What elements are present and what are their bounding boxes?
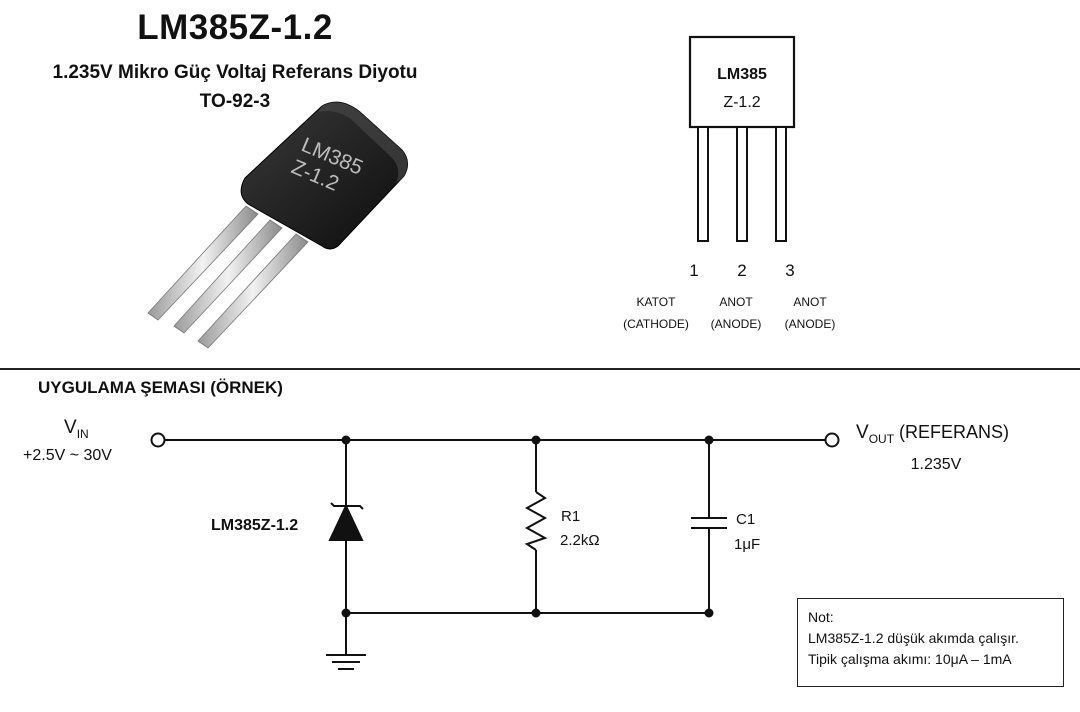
pin-alt-2: (ANODE)	[711, 317, 762, 331]
pinout-body-line2: Z-1.2	[723, 94, 760, 111]
pin-alt-3: (ANODE)	[785, 317, 836, 331]
c1-label: C1	[736, 511, 755, 528]
diode-label: LM385Z-1.2	[211, 517, 298, 534]
pin-alt-1: (CATHODE)	[623, 317, 689, 331]
pin-name-3: ANOT	[793, 295, 827, 309]
to92-package-illustration: LM385 Z-1.2	[147, 101, 408, 349]
r1-label: R1	[561, 508, 580, 525]
pinout-body-line1: LM385	[717, 66, 767, 83]
note-line-1: LM385Z-1.2 düşük akımda çalışır.	[808, 630, 1019, 646]
vout-terminal	[824, 432, 840, 448]
pin-name-1: KATOT	[637, 295, 677, 309]
vout-label: VOUT (REFERANS)	[856, 422, 1009, 446]
note-box: Not: LM385Z-1.2 düşük akımda çalışır. Ti…	[797, 598, 1064, 687]
zener-diode-symbol	[328, 440, 364, 613]
pin-number-1: 1	[689, 261, 698, 280]
vout-label-sub: OUT	[869, 432, 895, 446]
vin-terminal	[150, 432, 166, 448]
page-subtitle: 1.235V Mikro Güç Voltaj Referans Diyotu	[52, 62, 418, 83]
vin-label: VIN	[64, 417, 89, 441]
note-heading: Not:	[808, 609, 834, 625]
package-body	[240, 101, 408, 250]
pin-number-2: 2	[737, 261, 746, 280]
package-type: TO-92-3	[199, 91, 271, 112]
vout-label-main: V	[856, 422, 869, 443]
page-title: LM385Z-1.2	[137, 8, 333, 47]
r1-value: 2.2kΩ	[560, 532, 600, 549]
vin-range: +2.5V ~ 30V	[23, 447, 112, 464]
vout-value: 1.235V	[911, 456, 962, 473]
vin-label-sub: IN	[77, 427, 89, 441]
pinout-pins	[697, 126, 787, 242]
resistor-r1-symbol	[524, 440, 548, 613]
vin-label-main: V	[64, 417, 77, 438]
note-line-2: Tipik çalışma akımı: 10μA – 1mA	[808, 651, 1012, 667]
pinout-diagram: LM385 Z-1.2 1 2 3 KATOT (CATHODE) ANOT (…	[623, 35, 836, 331]
c1-value: 1μF	[734, 536, 760, 553]
section-divider	[0, 368, 1080, 370]
package-legs	[147, 205, 309, 349]
vout-label-suffix: (REFERANS)	[894, 422, 1009, 442]
pin-name-2: ANOT	[719, 295, 753, 309]
application-schematic	[150, 432, 840, 670]
ground-symbol	[326, 613, 366, 670]
capacitor-c1-symbol	[691, 440, 727, 613]
pin-number-3: 3	[785, 261, 794, 280]
schematic-section-title: UYGULAMA ŞEMASI (ÖRNEK)	[38, 378, 283, 397]
